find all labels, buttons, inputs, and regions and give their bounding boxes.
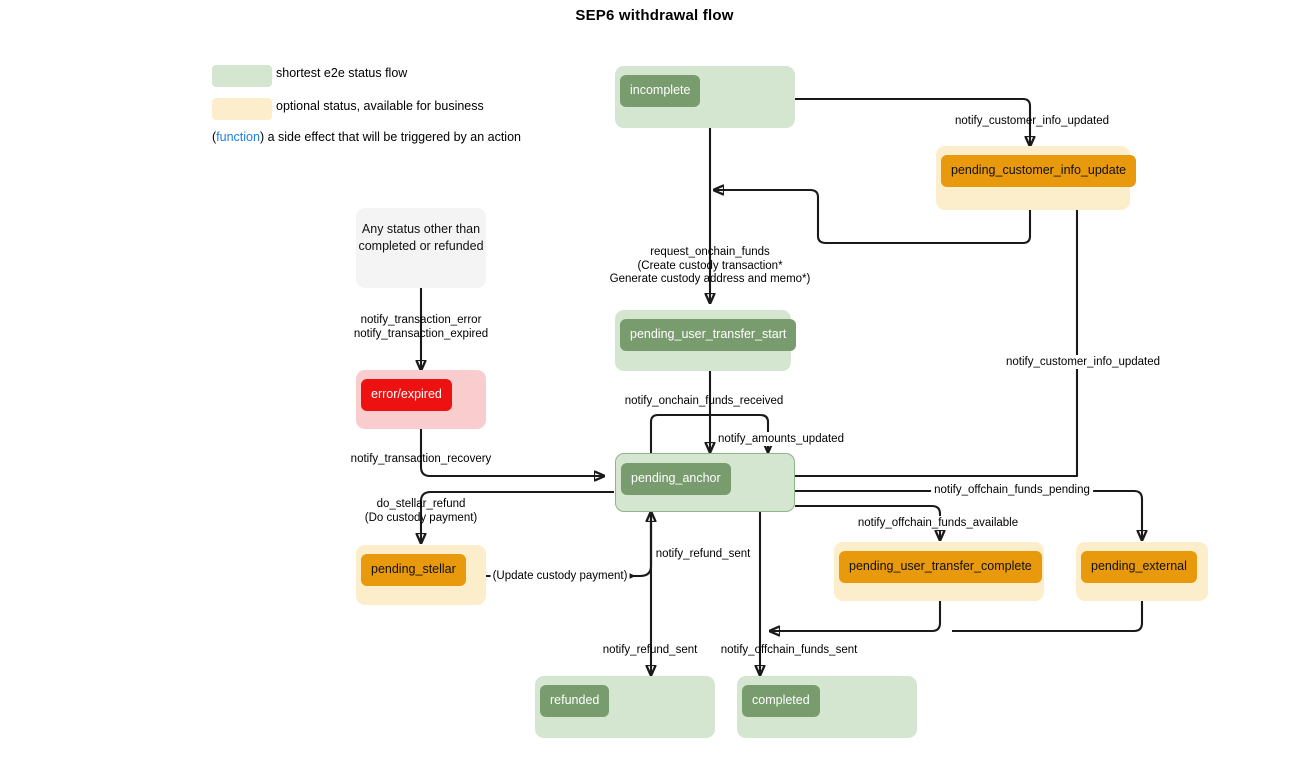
page-title: SEP6 withdrawal flow — [575, 7, 734, 24]
edge-label-create-custody-transaction: (Create custody transaction* — [637, 260, 783, 272]
legend-swatch-cream — [212, 98, 272, 120]
node-completed-label: completed — [742, 685, 820, 717]
edge-label-do-stellar-refund: do_stellar_refund — [376, 498, 466, 510]
node-any-status-note: Any status other than completed or refun… — [356, 208, 486, 288]
legend-row-cream: optional status, available for business — [212, 97, 732, 125]
legend: shortest e2e status flow optional status… — [212, 64, 732, 144]
edge-label-update-custody-payment: (Update custody payment) — [490, 569, 630, 583]
edge-label-generate-custody-address-memo: Generate custody address and memo*) — [609, 273, 811, 285]
edge-label-notify-transaction-expired: notify_transaction_expired — [353, 328, 489, 340]
edge-label-notify-transaction-error: notify_transaction_error — [360, 314, 482, 326]
legend-paren-open: ( — [212, 130, 217, 144]
node-pending-user-transfer-complete-label: pending_user_transfer_complete — [839, 551, 1042, 583]
node-error-expired[interactable]: error/expired — [356, 370, 486, 429]
node-pending-anchor[interactable]: pending_anchor — [615, 453, 795, 512]
node-pending-anchor-label: pending_anchor — [621, 463, 731, 495]
edge-label-notify-customer-info-updated-top: notify_customer_info_updated — [954, 115, 1110, 127]
node-pending-customer-info-update[interactable]: pending_customer_info_update — [936, 146, 1137, 210]
legend-row-green: shortest e2e status flow — [212, 64, 732, 92]
legend-function-rest: a side effect that will be triggered by … — [264, 130, 521, 144]
node-pending-stellar-label: pending_stellar — [361, 554, 466, 586]
edge-label-notify-offchain-funds-sent: notify_offchain_funds_sent — [720, 644, 858, 656]
edge-label-notify-offchain-funds-pending: notify_offchain_funds_pending — [931, 483, 1093, 497]
legend-swatch-green — [212, 65, 272, 87]
edge-label-notify-transaction-recovery: notify_transaction_recovery — [350, 453, 492, 465]
node-pending-customer-info-update-label: pending_customer_info_update — [941, 155, 1137, 187]
legend-function-keyword: function — [216, 130, 260, 144]
node-any-status-note-line1: Any status other than — [361, 222, 481, 236]
edge-label-notify-customer-info-updated-right: notify_customer_info_updated — [1003, 355, 1163, 369]
edge-label-notify-refund-sent-loop: notify_refund_sent — [655, 548, 751, 560]
node-refunded-label: refunded — [540, 685, 610, 717]
node-pending-user-transfer-start-label: pending_user_transfer_start — [620, 319, 797, 351]
edge-label-notify-offchain-funds-available: notify_offchain_funds_available — [854, 516, 1022, 530]
node-pending-stellar[interactable]: pending_stellar — [356, 545, 486, 605]
edge-label-notify-onchain-funds-received: notify_onchain_funds_received — [624, 395, 784, 407]
node-pending-external-label: pending_external — [1081, 551, 1197, 583]
node-incomplete-label: incomplete — [620, 75, 701, 107]
node-completed[interactable]: completed — [737, 676, 917, 738]
node-refunded[interactable]: refunded — [535, 676, 715, 738]
node-error-expired-label: error/expired — [361, 379, 452, 411]
node-incomplete[interactable]: incomplete — [615, 66, 795, 128]
node-pending-external[interactable]: pending_external — [1076, 542, 1208, 601]
node-pending-user-transfer-start[interactable]: pending_user_transfer_start — [615, 310, 797, 371]
legend-function-note: (function) a side effect that will be tr… — [212, 130, 521, 144]
edge-label-notify-amounts-updated: notify_amounts_updated — [716, 432, 846, 446]
edge-label-notify-refund-sent-down: notify_refund_sent — [602, 644, 698, 656]
node-pending-user-transfer-complete[interactable]: pending_user_transfer_complete — [834, 542, 1044, 601]
legend-label-green: shortest e2e status flow — [276, 66, 408, 80]
legend-label-cream: optional status, available for business — [276, 99, 484, 113]
edge-label-request-onchain-funds: request_onchain_funds — [650, 246, 770, 258]
edge-label-do-custody-payment: (Do custody payment) — [364, 512, 478, 524]
legend-paren-close: ) — [259, 130, 265, 144]
node-any-status-note-line2: completed or refunded — [358, 239, 484, 253]
